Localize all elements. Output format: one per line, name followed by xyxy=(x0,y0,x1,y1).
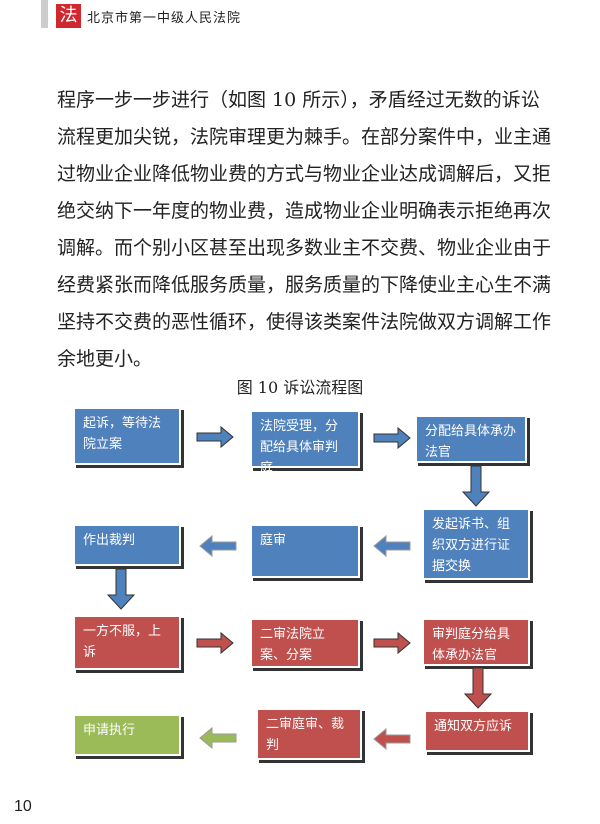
arrow-right-icon xyxy=(196,426,234,448)
flow-box-file-suit: 起诉，等待法院立案 xyxy=(73,407,181,465)
arrow-right-icon xyxy=(373,632,411,654)
figure-caption: 图 10 诉讼流程图 xyxy=(236,378,364,397)
flow-box-trial: 庭审 xyxy=(250,524,360,578)
arrow-down-icon xyxy=(464,667,492,709)
para-line: 坚持不交费的恶性循环，使得该类案件法院做双方调解工作 xyxy=(57,311,552,333)
para-line: 调解。而个别小区甚至出现多数业主不交费、物业企业由于 xyxy=(57,237,552,259)
flow-box-notify-parties: 通知双方应诉 xyxy=(424,710,530,752)
flow-box-second-filing: 二审法院立案、分案 xyxy=(250,618,360,668)
arrow-right-icon xyxy=(196,632,234,654)
arrow-left-icon xyxy=(373,728,411,750)
para-line: 绝交纳下一年度的物业费，造成物业企业明确表示拒绝再次 xyxy=(57,200,552,222)
arrow-left-icon xyxy=(373,535,411,557)
flow-box-court-accept: 法院受理，分配给具体审判庭 xyxy=(250,410,360,476)
flow-box-evidence-exchange: 发起诉书、组织双方进行证据交换 xyxy=(422,508,530,580)
para-line: 经费紧张而降低服务质量，服务质量的下降使业主心生不满 xyxy=(57,274,552,296)
flow-box-assign-second-judge: 审判庭分给具体承办法官 xyxy=(422,618,530,666)
arrow-down-icon xyxy=(107,568,135,610)
para-line: 余地更小。 xyxy=(57,348,153,370)
para-line: 流程更加尖锐，法院审理更为棘手。在部分案件中，业主通 xyxy=(57,126,552,148)
arrow-right-icon xyxy=(373,427,411,449)
flow-box-appeal: 一方不服，上诉 xyxy=(73,615,181,670)
flow-box-enforcement: 申请执行 xyxy=(73,714,181,756)
arrow-left-icon xyxy=(199,535,237,557)
arrow-left-icon xyxy=(199,727,237,749)
header-title: 北京市第一中级人民法院 xyxy=(87,11,242,26)
flow-box-assign-judge: 分配给具体承办法官 xyxy=(415,415,527,463)
para-line: 过物业企业降低物业费的方式与物业企业达成调解后，又拒 xyxy=(57,163,552,185)
arrow-down-icon xyxy=(462,465,490,507)
flow-box-judgment: 作出裁判 xyxy=(73,524,181,566)
para-line: 程序一步一步进行（如图 10 所示），矛盾经过无数的诉讼 xyxy=(57,89,540,111)
flow-box-second-trial: 二审庭审、裁判 xyxy=(256,708,362,760)
page-number: 10 xyxy=(14,798,32,815)
body-paragraph: 程序一步一步进行（如图 10 所示），矛盾经过无数的诉讼 流程更加尖锐，法院审理… xyxy=(57,82,557,378)
header-bar xyxy=(41,0,48,28)
court-logo: 法 xyxy=(56,4,81,28)
